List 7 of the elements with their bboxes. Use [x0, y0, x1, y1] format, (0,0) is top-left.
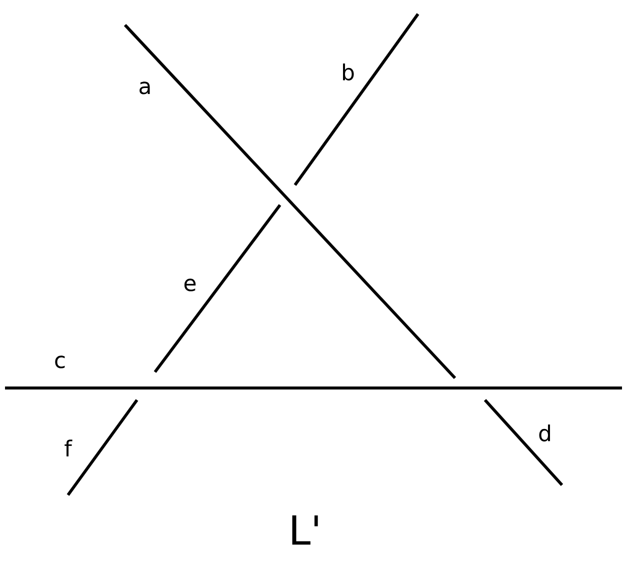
line-label: d	[539, 424, 550, 442]
line-label: b	[343, 63, 354, 80]
line-label: L'	[292, 515, 318, 545]
line-label: c	[55, 356, 65, 368]
line-label: a	[140, 82, 150, 94]
line-label: f	[64, 440, 72, 456]
line-label: e	[184, 278, 196, 292]
